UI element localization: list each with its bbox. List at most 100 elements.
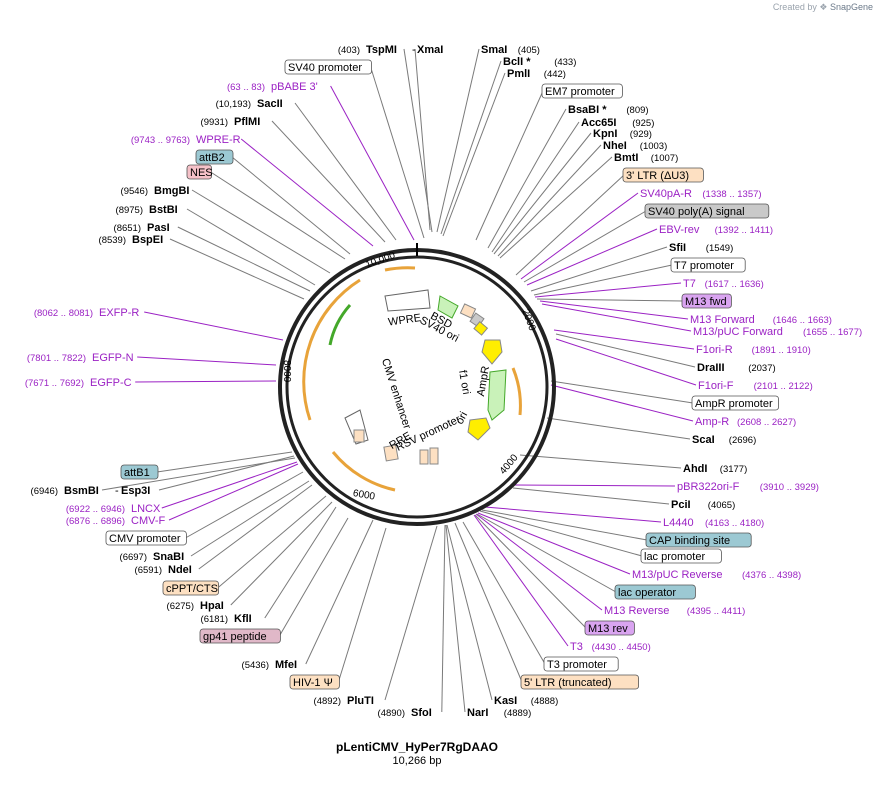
- feature-box-l25: [691, 395, 779, 411]
- snapgene-logo-icon: ❖: [819, 2, 828, 12]
- map-label-l58: attB1: [124, 467, 150, 479]
- map-position-l13: (1338 .. 1357): [702, 189, 761, 200]
- map-label-l69: PflMI: [234, 116, 260, 128]
- map-label-l41: KasI: [494, 695, 517, 707]
- feature-arc-orange-bottom: [331, 451, 396, 492]
- block-rsv-1: [419, 449, 429, 465]
- map-label-l7: BsaBI *: [568, 104, 607, 116]
- map-label-l15: EBV-rev: [659, 224, 700, 236]
- map-label-l48: KflI: [234, 613, 252, 625]
- leader-line-l8: [491, 121, 580, 253]
- rre-block: [383, 444, 399, 462]
- map-label-l61: EXFP-R: [99, 307, 139, 319]
- map-position-l59: (7671 .. 7692): [25, 378, 84, 389]
- leader-line-l17: [533, 264, 673, 296]
- map-label-l31: L4440: [663, 517, 694, 529]
- leader-line-l54: [168, 463, 299, 521]
- feature-box-l14: [644, 203, 770, 219]
- leader-line-l40: [454, 522, 523, 683]
- map-label-l11: BmtI: [614, 152, 638, 164]
- branding-name: SnapGene: [829, 2, 873, 12]
- map-label-l36: M13 Reverse: [604, 605, 669, 617]
- leader-line-l24: [555, 338, 697, 386]
- feature-box-l67: [195, 149, 234, 165]
- block-yellow: [473, 321, 489, 336]
- map-position-l1: (403): [338, 45, 360, 56]
- map-label-l3: SmaI: [481, 44, 507, 56]
- map-position-l68: (9743 .. 9763): [131, 135, 190, 146]
- map-label-l30: PciI: [671, 499, 691, 511]
- leader-lines: [101, 48, 697, 713]
- map-label-l53: CMV promoter: [109, 533, 181, 545]
- map-label-l46: MfeI: [275, 659, 297, 671]
- map-label-l50: cPPT/CTS: [166, 583, 218, 595]
- ori-arrow: [467, 417, 491, 441]
- map-label-l22: F1ori-R: [696, 344, 733, 356]
- leader-line-l28: [519, 454, 682, 469]
- map-position-l31: (4163 .. 4180): [705, 518, 764, 529]
- map-label-l44: PluTI: [347, 695, 374, 707]
- map-label-l2: XmaI: [417, 44, 443, 56]
- feature-box-l35: [614, 584, 696, 600]
- leader-line-l32: [481, 509, 648, 541]
- map-label-l6: EM7 promoter: [545, 86, 615, 98]
- map-label-l24: F1ori-F: [698, 380, 734, 392]
- leader-line-l37: [474, 514, 587, 629]
- plasmid-name: pLentiCMV_HyPer7RgDAAO: [335, 740, 499, 754]
- map-label-l35: lac operator: [618, 587, 676, 599]
- map-position-l10: (1003): [640, 141, 667, 152]
- map-label-l56: BsmBI: [64, 485, 99, 497]
- map-label-l67: attB2: [199, 152, 225, 164]
- leader-line-l58: [156, 451, 293, 473]
- map-position-l21: (1655 .. 1677): [803, 327, 862, 338]
- leader-line-l19: [536, 298, 684, 302]
- map-position-l8: (925): [632, 118, 654, 129]
- block-orange-1: [459, 303, 477, 319]
- inner-label-ori: ori: [454, 410, 470, 426]
- map-position-l22: (1891 .. 1910): [752, 345, 811, 356]
- leader-line-l69: [271, 120, 386, 243]
- map-label-l57: Esp3I: [121, 485, 150, 497]
- feature-box-l19: [681, 293, 732, 309]
- branding-prefix: Created by: [772, 2, 817, 12]
- map-label-l52: SnaBI: [153, 551, 184, 563]
- map-position-l44: (4892): [314, 696, 341, 707]
- feature-box-l53: [105, 530, 187, 546]
- leader-line-l34: [477, 512, 631, 575]
- map-position-l70: (10,193): [216, 99, 251, 110]
- map-position-l23: (2037): [748, 363, 775, 374]
- feature-arc-orange-left: [302, 278, 361, 421]
- dash-esp3i: -: [115, 485, 119, 497]
- map-label-l9: KpnI: [593, 128, 617, 140]
- feature-arc-green: [328, 304, 352, 346]
- map-label-l45: HIV-1 Ψ: [293, 677, 333, 689]
- leader-line-l38: [473, 514, 569, 647]
- feature-box-l45: [289, 674, 340, 690]
- map-position-l36: (4395 .. 4411): [687, 606, 745, 617]
- map-position-l42: (4889): [504, 708, 531, 719]
- map-position-l46: (5436): [242, 660, 269, 671]
- map-label-l26: Amp-R: [695, 416, 729, 428]
- feature-box-l50: [162, 580, 219, 596]
- map-label-l72: SV40 promoter: [288, 62, 362, 74]
- map-position-l26: (2608 .. 2627): [737, 417, 796, 428]
- leader-line-l31: [484, 506, 662, 523]
- leader-line-l56: [101, 457, 296, 491]
- leader-line-l71: [330, 85, 415, 241]
- map-label-l21: M13/pUC Forward: [693, 326, 783, 338]
- map-position-l4: (433): [554, 57, 576, 68]
- leader-line-l60: [137, 356, 277, 366]
- map-label-l54: CMV-F: [131, 515, 166, 527]
- map-position-l69: (9931): [201, 117, 228, 128]
- map-label-l5: PmlI: [507, 68, 530, 80]
- map-label-l38: T3: [570, 641, 583, 653]
- map-position-l7: (809): [626, 105, 648, 116]
- map-label-l34: M13/pUC Reverse: [632, 569, 722, 581]
- leader-line-l42: [445, 524, 466, 713]
- map-label-l43: SfoI: [411, 707, 432, 719]
- leader-line-l15: [526, 228, 658, 286]
- map-label-l10: NheI: [603, 140, 627, 152]
- leader-line-l51: [198, 484, 313, 570]
- map-label-l60: EGFP-N: [92, 352, 134, 364]
- map-label-l42: NarI: [467, 707, 488, 719]
